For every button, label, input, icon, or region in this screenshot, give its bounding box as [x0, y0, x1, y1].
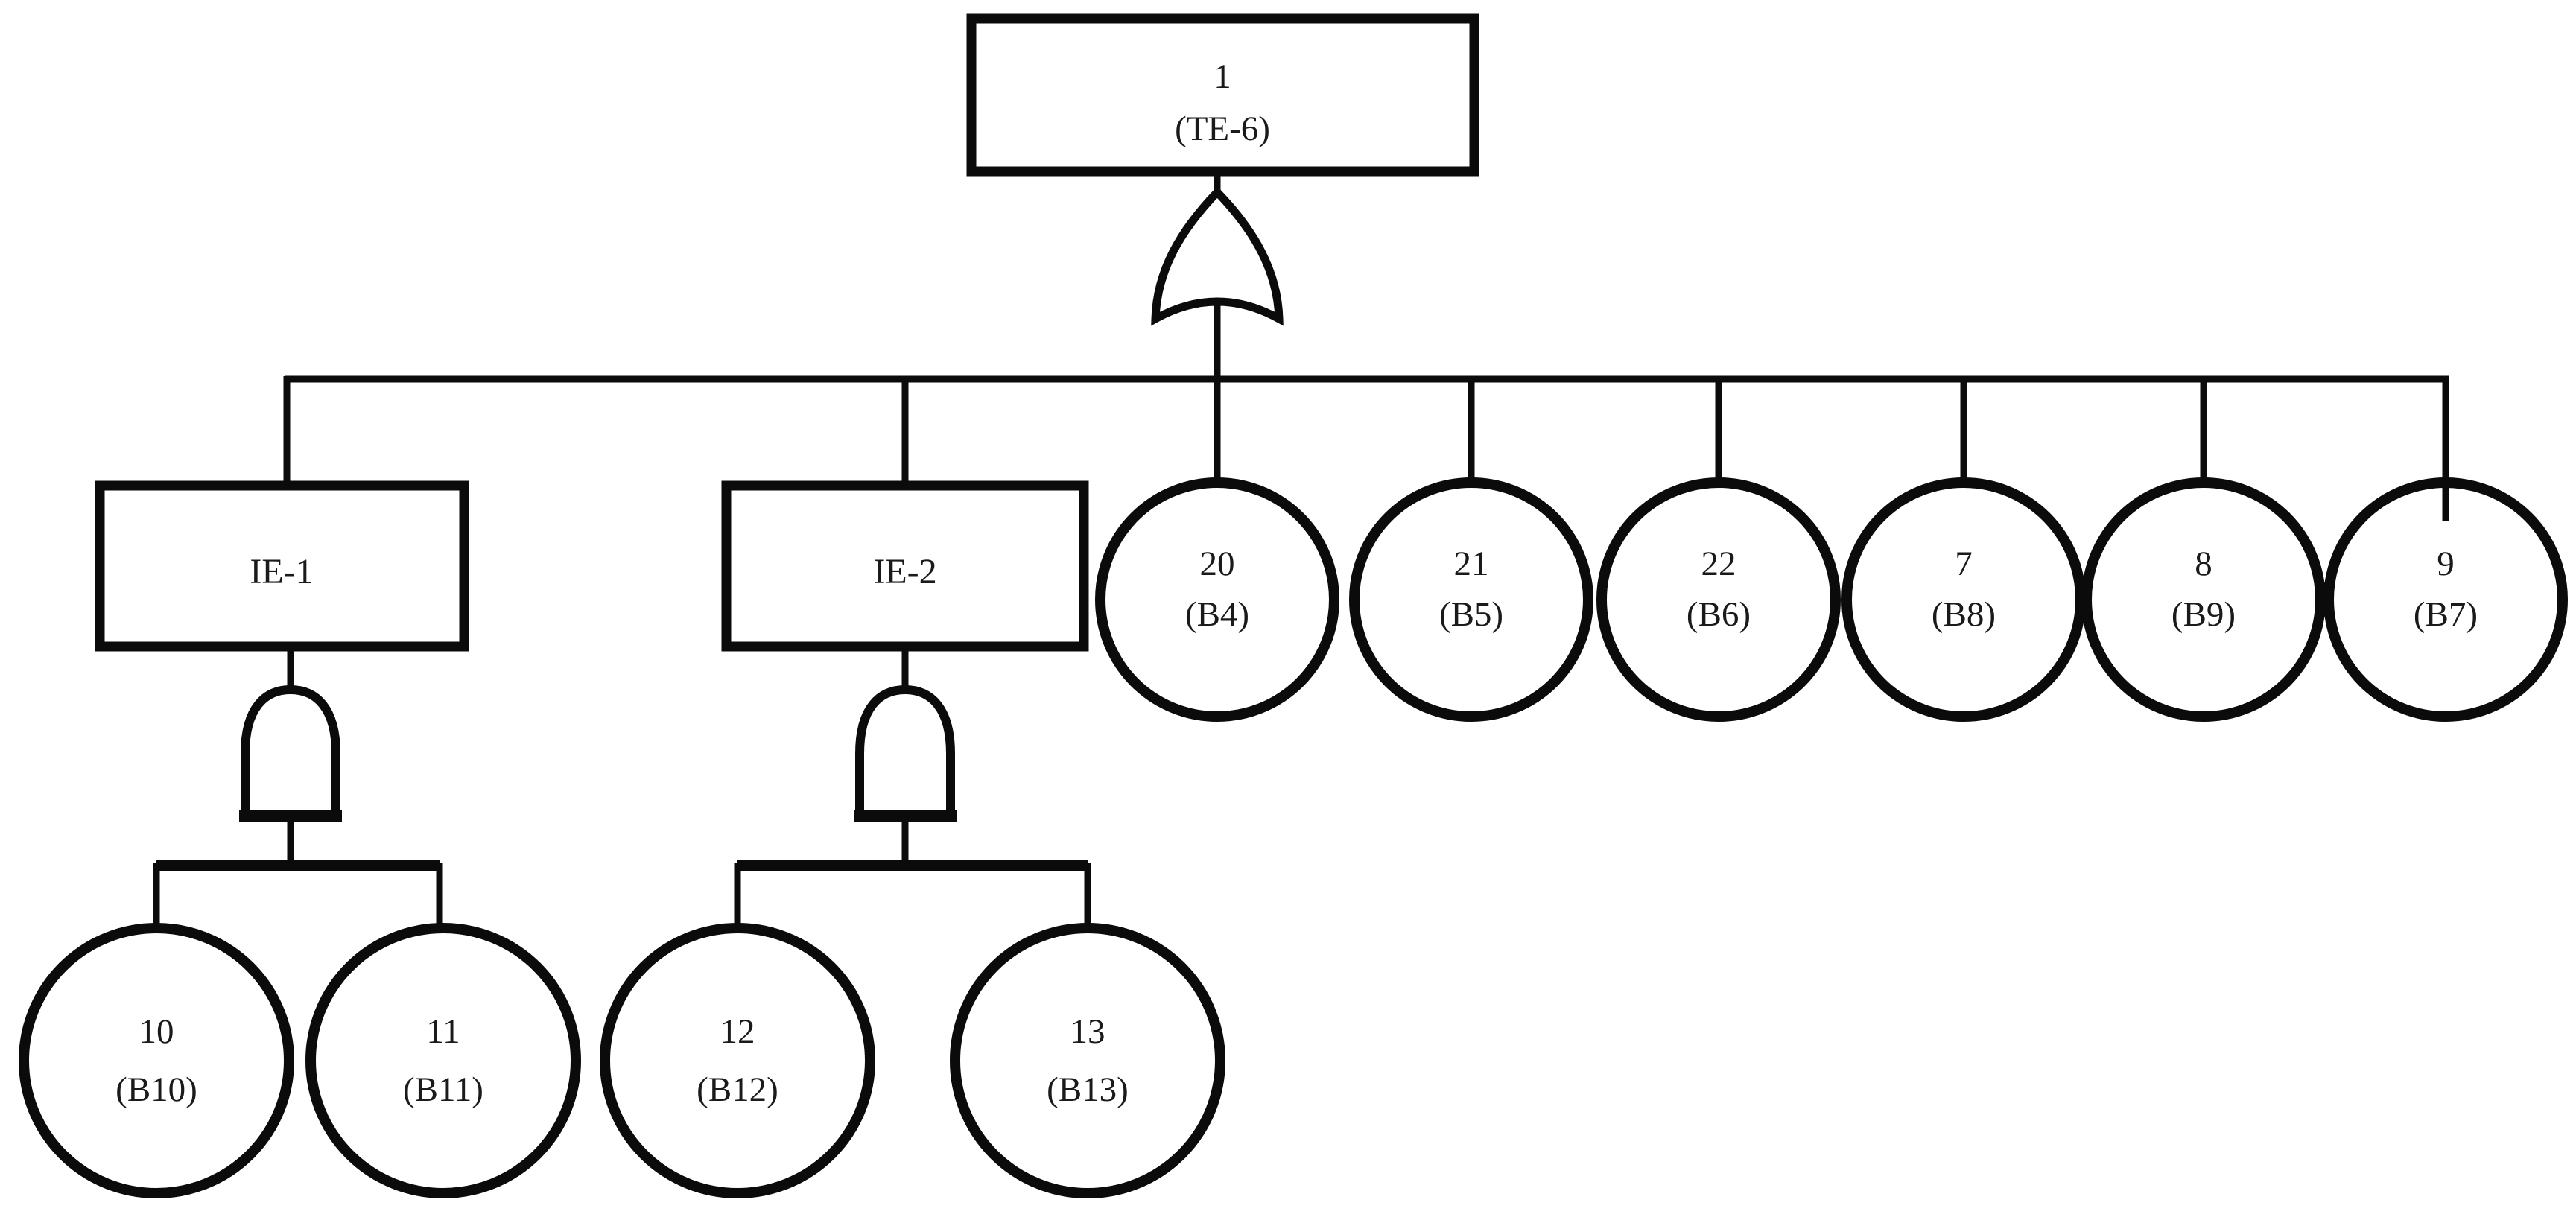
basic-event-12: 12 (B12)	[600, 923, 875, 1198]
ie1-box	[95, 480, 469, 652]
basic-event-10: 10 (B10)	[19, 923, 294, 1198]
or-gate-symbol	[1151, 186, 1284, 326]
basic-event-9-id: 9	[2437, 544, 2455, 583]
basic-event-8-id: 8	[2195, 544, 2212, 583]
basic-event-13-id: 13	[1070, 1012, 1105, 1051]
basic-event-7-code: (B8)	[1932, 595, 1996, 634]
basic-event-13: 13 (B13)	[950, 923, 1225, 1198]
basic-event-20: 20 (B4)	[1095, 477, 1339, 722]
basic-event-13-circle	[950, 923, 1225, 1198]
basic-event-20-circle	[1095, 477, 1339, 722]
basic-event-22-circle	[1596, 477, 1841, 722]
basic-event-10-circle	[19, 923, 294, 1198]
basic-event-20-id: 20	[1200, 544, 1235, 583]
basic-event-11: 11 (B11)	[305, 923, 581, 1198]
basic-event-11-circle	[305, 923, 581, 1198]
basic-event-10-code: (B10)	[115, 1070, 197, 1109]
basic-event-7: 7 (B8)	[1841, 477, 2086, 722]
basic-event-20-code: (B4)	[1185, 595, 1249, 634]
basic-event-8: 8 (B9)	[2081, 477, 2326, 722]
basic-event-12-circle	[600, 923, 875, 1198]
basic-event-8-code: (B9)	[2171, 595, 2236, 634]
basic-event-21: 21 (B5)	[1349, 477, 1593, 722]
and-gate-symbol-ie1	[241, 685, 340, 822]
basic-event-12-code: (B12)	[697, 1070, 778, 1109]
intermediate-event-ie1: IE-1	[95, 480, 469, 652]
basic-event-11-id: 11	[426, 1012, 460, 1051]
basic-event-9-code: (B7)	[2414, 595, 2478, 634]
basic-event-8-circle	[2081, 477, 2326, 722]
basic-event-22: 22 (B6)	[1596, 477, 1841, 722]
and-gate-symbol-ie2	[855, 685, 955, 822]
basic-event-12-id: 12	[720, 1012, 755, 1051]
ie1-label: IE-1	[250, 552, 313, 591]
ie2-label: IE-2	[873, 552, 936, 591]
top-event: 1 (TE-6)	[966, 13, 1479, 177]
basic-event-22-id: 22	[1701, 544, 1736, 583]
basic-event-13-code: (B13)	[1047, 1070, 1129, 1109]
top-event-box	[966, 13, 1479, 177]
basic-event-10-id: 10	[139, 1012, 174, 1051]
basic-event-11-code: (B11)	[403, 1070, 483, 1109]
intermediate-event-ie2: IE-2	[721, 480, 1089, 652]
top-event-code: (TE-6)	[1175, 109, 1270, 148]
basic-event-22-code: (B6)	[1687, 595, 1751, 634]
basic-event-21-code: (B5)	[1439, 595, 1503, 634]
basic-event-7-id: 7	[1955, 544, 1973, 583]
ie2-box	[721, 480, 1089, 652]
top-event-id: 1	[1214, 57, 1231, 96]
basic-event-21-circle	[1349, 477, 1593, 722]
basic-event-21-id: 21	[1454, 544, 1489, 583]
basic-event-7-circle	[1841, 477, 2086, 722]
